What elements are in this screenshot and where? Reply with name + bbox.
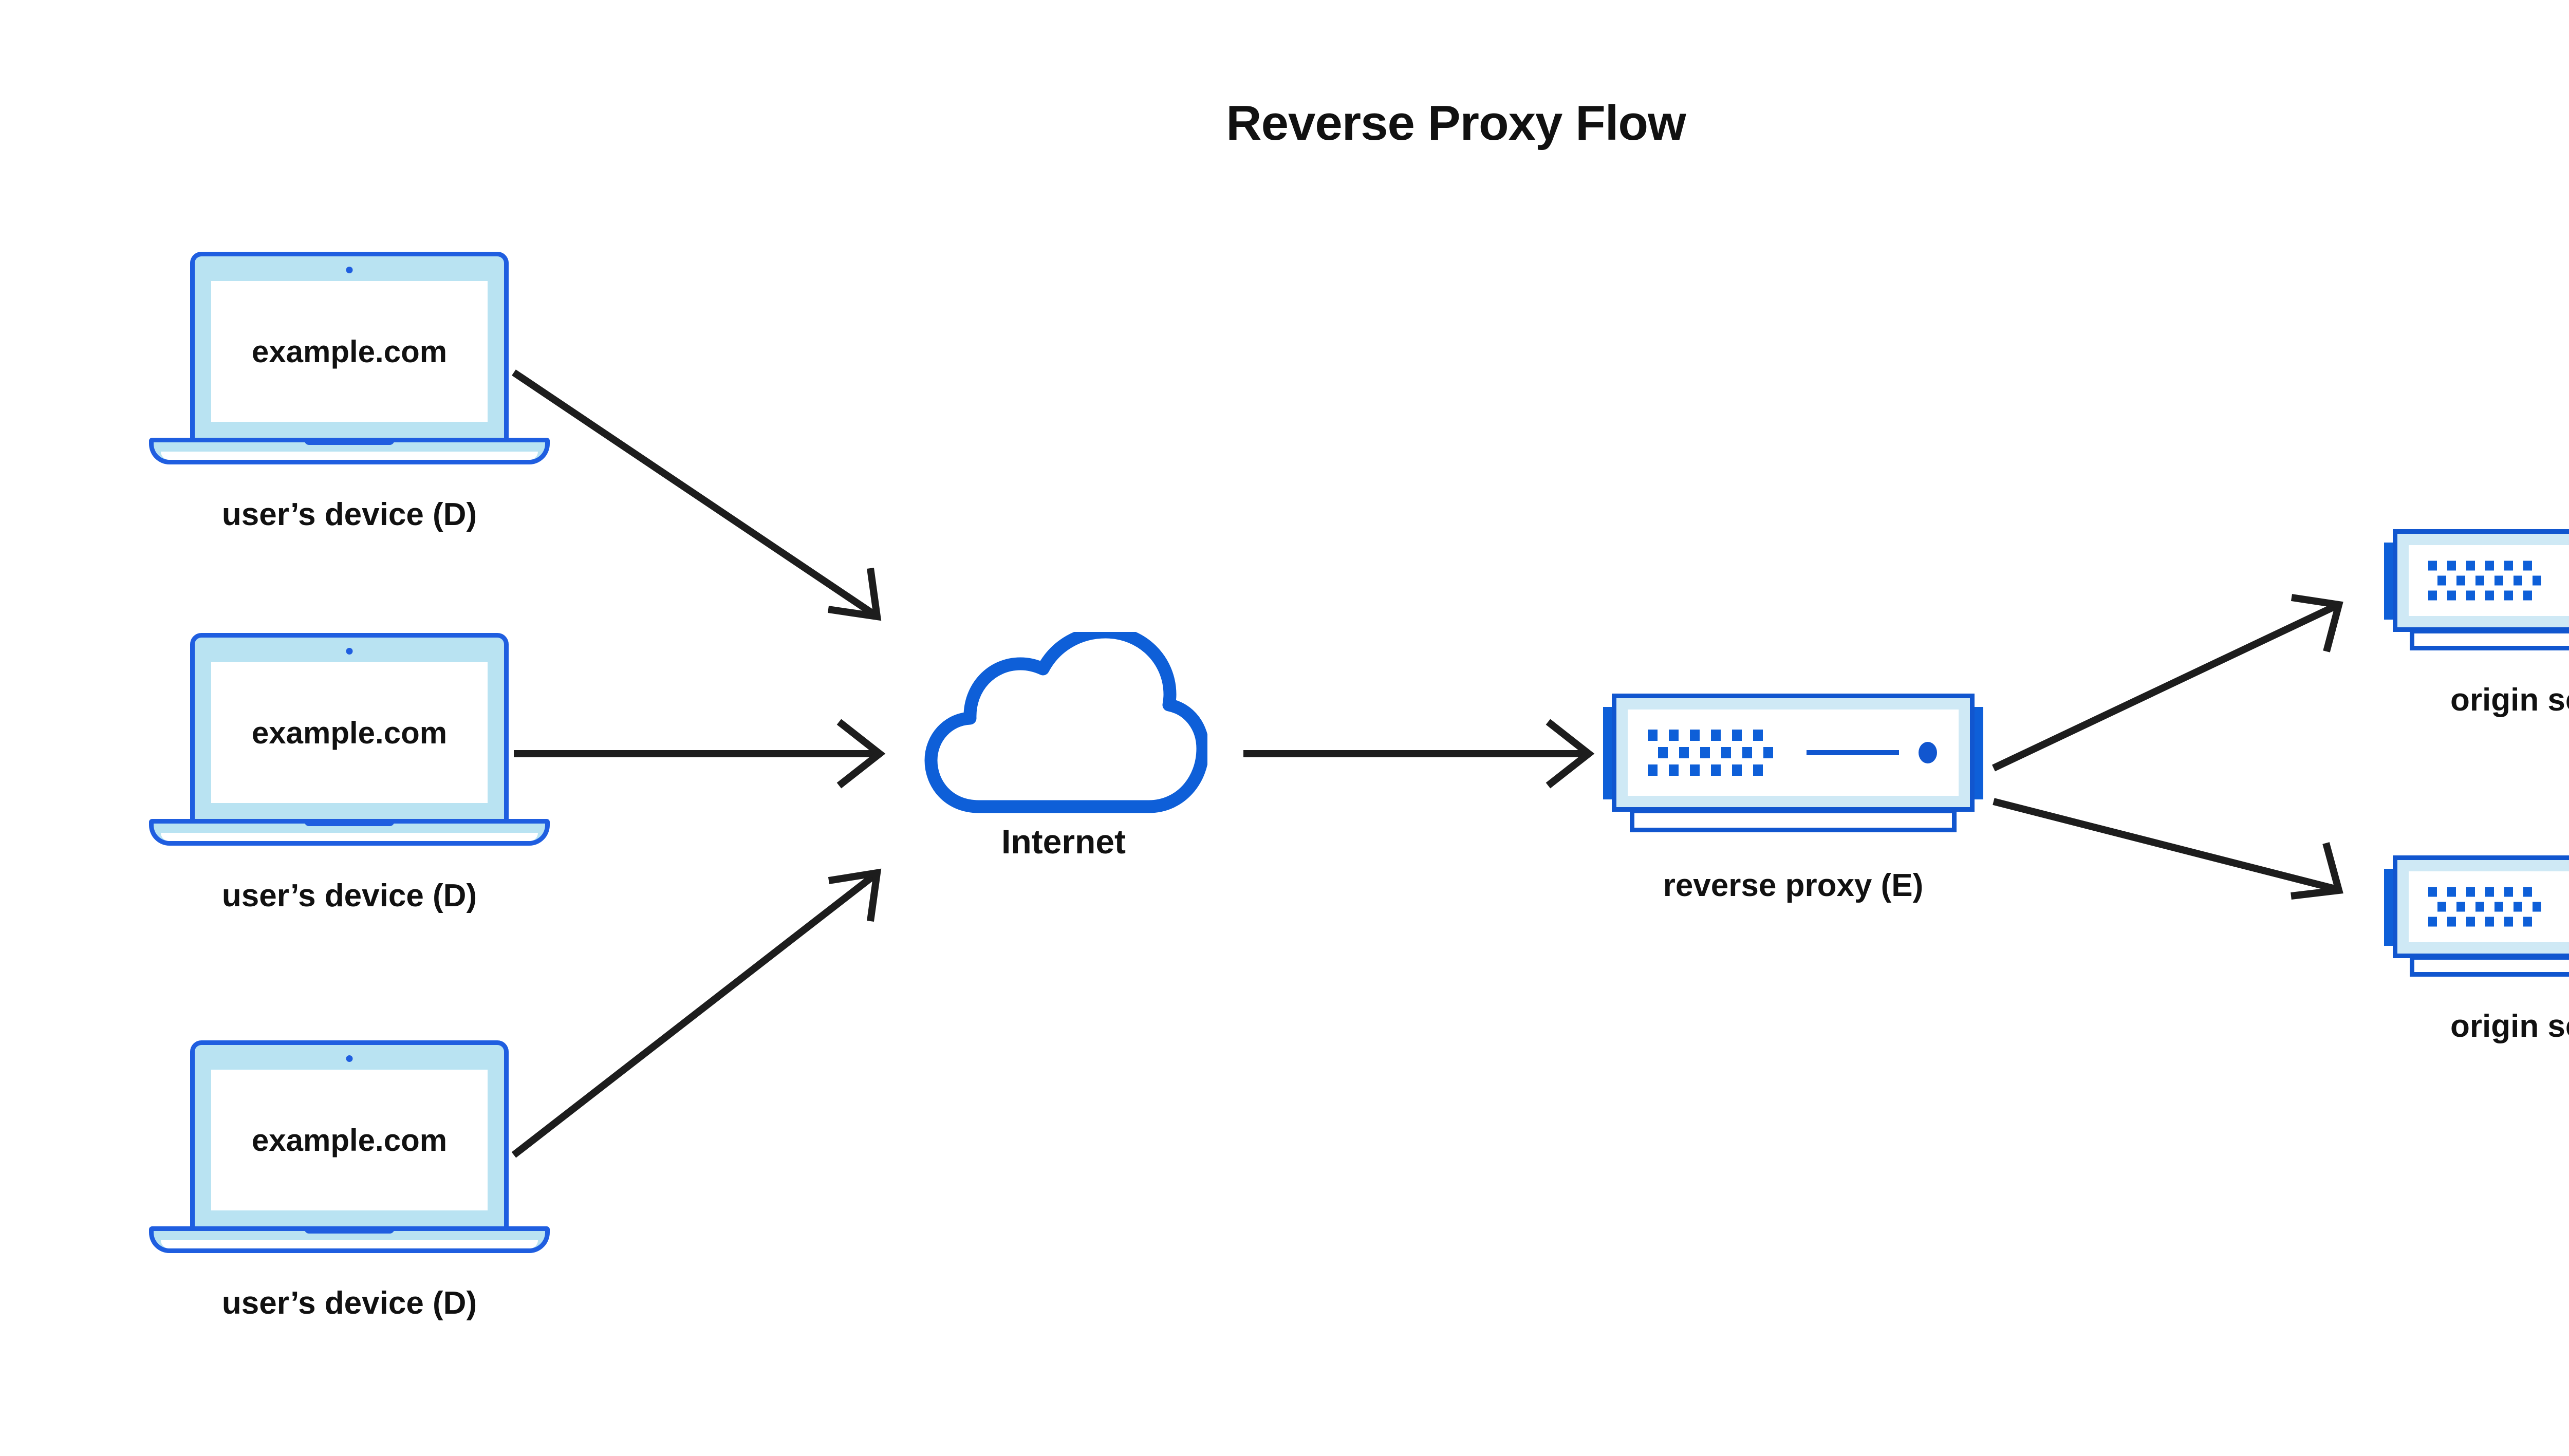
server-panel: [1628, 710, 1959, 796]
node-label-user-device-3: user’s device (D): [221, 1285, 477, 1321]
arrow-internet-to-proxy: [1243, 719, 1595, 789]
laptop-base-shine: [161, 1240, 538, 1248]
node-label-origin-server-1: origin server (F): [2450, 682, 2569, 718]
server-panel: [2409, 545, 2569, 616]
laptop-notch: [304, 1226, 395, 1234]
arrow-device3-to-internet: [511, 868, 882, 1158]
cloud-icon: [920, 625, 1209, 817]
server-led-grid: [2428, 887, 2542, 927]
laptop-screen: example.com: [211, 662, 488, 803]
led-row: [2428, 575, 2542, 586]
led-row: [2428, 590, 2541, 601]
led-row: [2428, 561, 2541, 571]
arrow-device1-to-internet: [512, 369, 882, 621]
node-internet[interactable]: Internet: [920, 625, 1209, 861]
laptop-screen: example.com: [211, 281, 488, 422]
laptop-icon: example.com: [149, 633, 550, 849]
node-user-device-2[interactable]: example.com user’s device (D): [149, 633, 550, 914]
laptop-screen: example.com: [211, 1070, 488, 1210]
laptop-lid: example.com: [190, 633, 509, 824]
arrow-proxy-to-origin1: [1992, 594, 2343, 772]
led-row: [2428, 887, 2541, 897]
led-row: [1647, 730, 1773, 741]
server-panel: [2409, 871, 2569, 942]
led-row: [1648, 747, 1773, 758]
server-body: [2393, 855, 2569, 958]
laptop-lid: example.com: [190, 1040, 509, 1231]
node-user-device-1[interactable]: example.com user’s device (D): [149, 252, 550, 533]
node-label-user-device-2: user’s device (D): [221, 878, 477, 913]
laptop-base-shine: [161, 833, 538, 841]
device-url-text: example.com: [251, 334, 448, 369]
device-url-text: example.com: [251, 715, 448, 750]
device-url-text: example.com: [251, 1123, 448, 1158]
node-label-internet: Internet: [1001, 823, 1126, 861]
server-status-dot: [1919, 742, 1937, 763]
server-shelf: [2410, 629, 2569, 650]
laptop-base: [149, 819, 550, 846]
camera-dot-icon: [346, 648, 353, 655]
laptop-icon: example.com: [149, 252, 550, 468]
led-row: [2428, 917, 2541, 927]
laptop-base: [149, 438, 550, 464]
server-body: [2393, 529, 2569, 632]
camera-dot-icon: [346, 1055, 353, 1062]
node-label-user-device-1: user’s device (D): [221, 497, 477, 532]
laptop-base-shine: [161, 452, 538, 460]
laptop-notch: [304, 438, 395, 445]
node-label-origin-server-2: origin server (F): [2450, 1009, 2569, 1044]
node-label-reverse-proxy: reverse proxy (E): [1663, 868, 1924, 903]
laptop-base: [149, 1226, 550, 1253]
arrow-proxy-to-origin2: [1993, 798, 2343, 900]
laptop-notch: [304, 819, 395, 826]
led-row: [1647, 764, 1773, 776]
page-title: Reverse Proxy Flow: [1226, 96, 1686, 151]
server-led-grid: [1647, 730, 1773, 776]
laptop-lid: example.com: [190, 252, 509, 443]
node-user-device-3[interactable]: example.com user’s device (D): [149, 1040, 550, 1321]
node-reverse-proxy[interactable]: reverse proxy (E): [1603, 694, 1983, 904]
laptop-icon: example.com: [149, 1040, 550, 1256]
server-icon: [2384, 855, 2569, 986]
server-led-grid: [2428, 561, 2542, 601]
node-origin-server-1[interactable]: origin server (F): [2384, 529, 2569, 718]
arrow-device2-to-internet: [514, 719, 886, 789]
server-icon: [1603, 694, 1983, 843]
server-shelf: [2410, 955, 2569, 977]
server-icon: [2384, 529, 2569, 660]
camera-dot-icon: [346, 267, 353, 273]
server-status-line: [1806, 750, 1899, 755]
led-row: [2428, 902, 2542, 912]
server-body: [1612, 694, 1975, 812]
node-origin-server-2[interactable]: origin server (F): [2384, 855, 2569, 1044]
server-shelf: [1630, 809, 1957, 832]
